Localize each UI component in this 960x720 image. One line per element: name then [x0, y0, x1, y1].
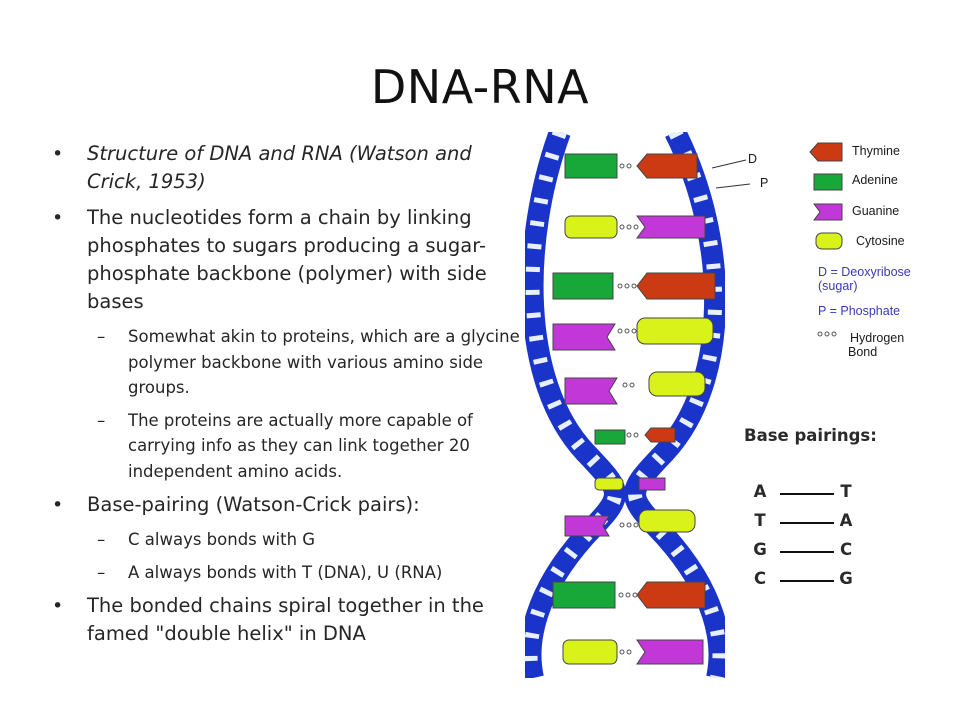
bullet-text: The bonded chains spiral together in the…	[87, 594, 484, 645]
subbullet-text: The proteins are actually more capable o…	[128, 410, 473, 481]
legend-adenine: Adenine	[852, 173, 898, 187]
pair-right: T	[840, 482, 852, 501]
hydrogen-bonds	[617, 163, 639, 655]
pair-right: G	[839, 569, 853, 588]
subbullet-text: A always bonds with T (DNA), U (RNA)	[128, 562, 443, 582]
pair-left: G	[753, 540, 767, 559]
pair-right: A	[839, 511, 853, 530]
subbullet-text: C always bonds with G	[128, 530, 316, 549]
legend-bond: Bond	[848, 345, 878, 359]
legend-hydrogen: Hydrogen	[850, 331, 905, 345]
adenine-swatch	[813, 173, 843, 191]
pair-row: G C	[744, 540, 874, 569]
hydrogen-bond-swatch	[817, 331, 837, 337]
legend-cytosine: Cytosine	[856, 234, 905, 248]
pair-bond-line	[780, 493, 834, 495]
pair-row: T A	[744, 511, 874, 540]
subbullet-cg: C always bonds with G	[52, 527, 522, 553]
cytosine-swatch	[815, 232, 843, 250]
guanine-swatch	[813, 203, 843, 221]
helix-backbone	[525, 132, 725, 678]
dna-helix-illustration	[525, 132, 725, 678]
bullet-text: The nucleotides form a chain by linking …	[87, 206, 487, 313]
subbullet-proteins-capable: The proteins are actually more capable o…	[52, 408, 522, 485]
base-pairings-title: Base pairings:	[744, 426, 877, 445]
subbullet-text: Somewhat akin to proteins, which are a g…	[128, 327, 520, 397]
thymine-swatch	[809, 142, 843, 162]
pair-row: C G	[744, 569, 874, 598]
bullet-nucleotides: The nucleotides form a chain by linking …	[52, 204, 522, 316]
base-pairings-list: A T T A G C C G	[744, 482, 874, 598]
legend-guanine: Guanine	[852, 204, 900, 218]
pair-left: T	[754, 511, 766, 530]
bullet-text: Structure of DNA and RNA (Watson and Cri…	[87, 142, 472, 193]
slide-title: DNA-RNA	[370, 60, 590, 114]
label-p: P	[760, 176, 769, 190]
subbullet-at: A always bonds with T (DNA), U (RNA)	[52, 560, 522, 586]
bullet-structure: Structure of DNA and RNA (Watson and Cri…	[52, 140, 522, 196]
pair-left: A	[753, 482, 767, 501]
subbullet-proteins-akin: Somewhat akin to proteins, which are a g…	[52, 324, 522, 401]
pair-bond-line	[780, 580, 834, 582]
legend-swatches	[809, 142, 843, 250]
dp-pointer-lines	[711, 159, 751, 189]
label-d: D	[748, 152, 758, 166]
legend-phosphate: P = Phosphate	[818, 304, 901, 318]
bullet-list: Structure of DNA and RNA (Watson and Cri…	[52, 140, 522, 656]
helix-base-pairs	[552, 153, 716, 665]
bullet-base-pairing: Base-pairing (Watson-Crick pairs):	[52, 491, 522, 519]
pair-bond-line	[780, 551, 834, 553]
legend-deoxyribose: D = Deoxyribose	[818, 265, 911, 279]
legend-thymine: Thymine	[852, 144, 900, 158]
bullet-text: Base-pairing (Watson-Crick pairs):	[87, 493, 420, 516]
pair-bond-line	[780, 522, 834, 524]
legend-sugar: (sugar)	[818, 279, 858, 293]
pair-row: A T	[744, 482, 874, 511]
bullet-double-helix: The bonded chains spiral together in the…	[52, 592, 522, 648]
pair-left: C	[753, 569, 767, 588]
pair-right: C	[839, 540, 853, 559]
